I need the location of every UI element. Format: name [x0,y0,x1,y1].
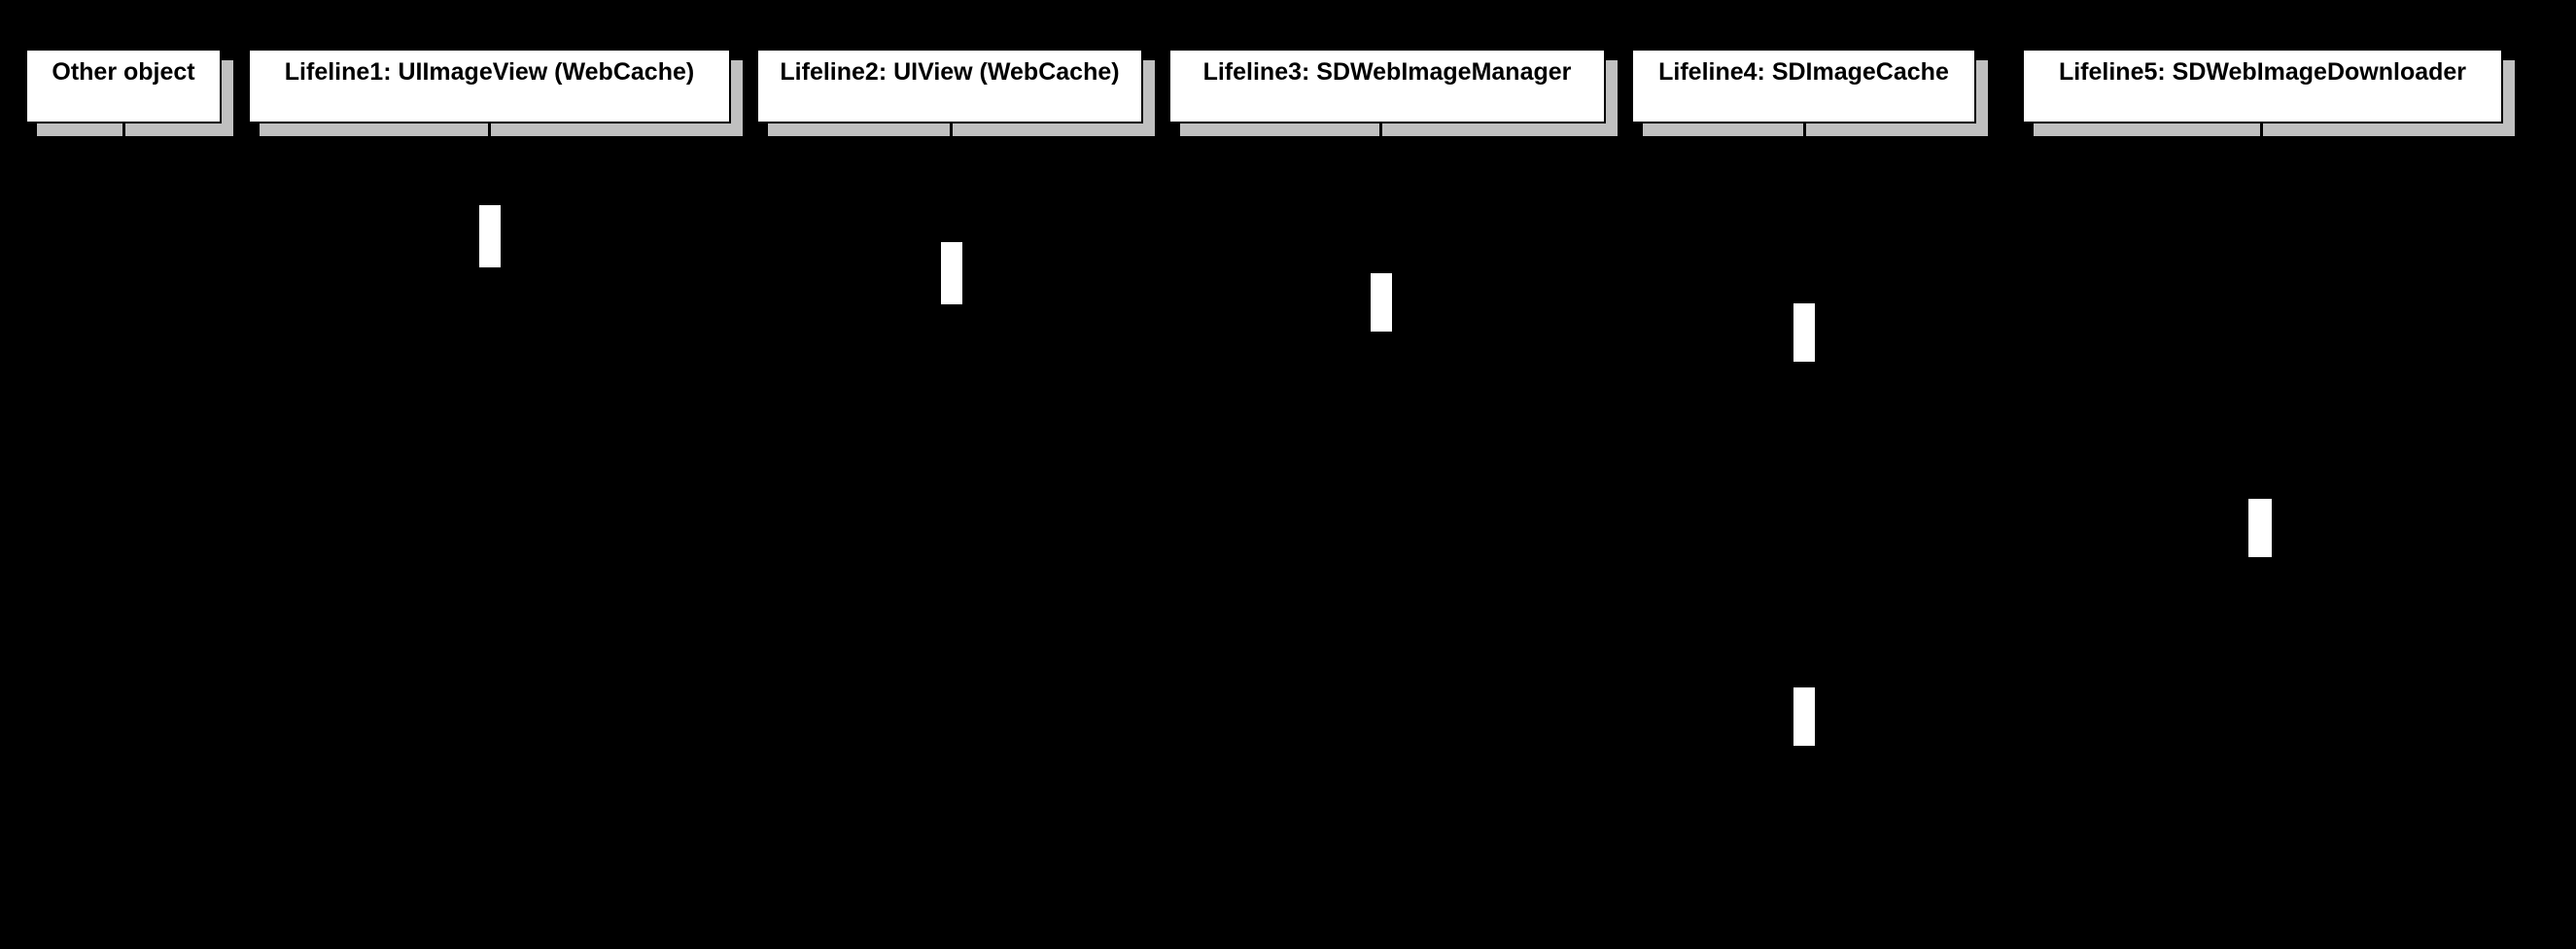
lifeline-label: Lifeline4: SDImageCache [1658,58,1949,86]
lifeline-base-strip [1180,123,1618,136]
activation-bar[interactable] [479,205,501,267]
lifeline-base-strip [1643,123,1988,136]
message-arrow[interactable] [1380,303,1804,305]
lifeline-base-strip [260,123,743,136]
lifeline-stub-tick [950,123,953,136]
lifeline-stub-tick [2260,123,2263,136]
lifeline-stub-tick [1379,123,1382,136]
lifeline-axis [488,136,490,949]
message-arrow[interactable] [489,242,951,244]
message-arrow[interactable] [1804,687,2261,689]
lifeline-label: Lifeline3: SDWebImageManager [1202,58,1572,86]
activation-bar[interactable] [1371,273,1392,332]
lifeline-base-strip [37,123,233,136]
message-arrow[interactable] [123,205,489,207]
lifeline-axis [950,136,952,949]
lifeline-label: Lifeline2: UIView (WebCache) [780,58,1120,86]
message-arrow[interactable] [951,273,1380,275]
lifeline-head-box[interactable]: Lifeline4: SDImageCache [1631,49,1976,123]
activation-bar[interactable] [941,242,962,304]
lifeline-label: Other object [52,58,195,86]
lifeline-axis [1803,136,1805,949]
message-arrow[interactable] [1804,499,2261,501]
lifeline-stub-tick [1803,123,1806,136]
lifeline-stub-tick [488,123,491,136]
lifeline-label: Lifeline1: UIImageView (WebCache) [284,58,695,86]
lifeline-head-box[interactable]: Other object [25,49,222,123]
lifeline-stub-tick [122,123,125,136]
lifeline-head-box[interactable]: Lifeline2: UIView (WebCache) [756,49,1143,123]
lifeline-head-box[interactable]: Lifeline5: SDWebImageDownloader [2022,49,2503,123]
lifeline-head-box[interactable]: Lifeline1: UIImageView (WebCache) [248,49,731,123]
lifeline-head-box[interactable]: Lifeline3: SDWebImageManager [1168,49,1606,123]
lifeline-base-strip [2034,123,2515,136]
lifeline-base-strip [768,123,1155,136]
activation-bar[interactable] [1793,687,1815,746]
lifeline-label: Lifeline5: SDWebImageDownloader [2058,58,2467,86]
activation-bar[interactable] [1793,303,1815,362]
lifeline-axis [122,136,124,949]
lifeline-axis [1379,136,1381,949]
activation-bar[interactable] [2248,499,2272,557]
